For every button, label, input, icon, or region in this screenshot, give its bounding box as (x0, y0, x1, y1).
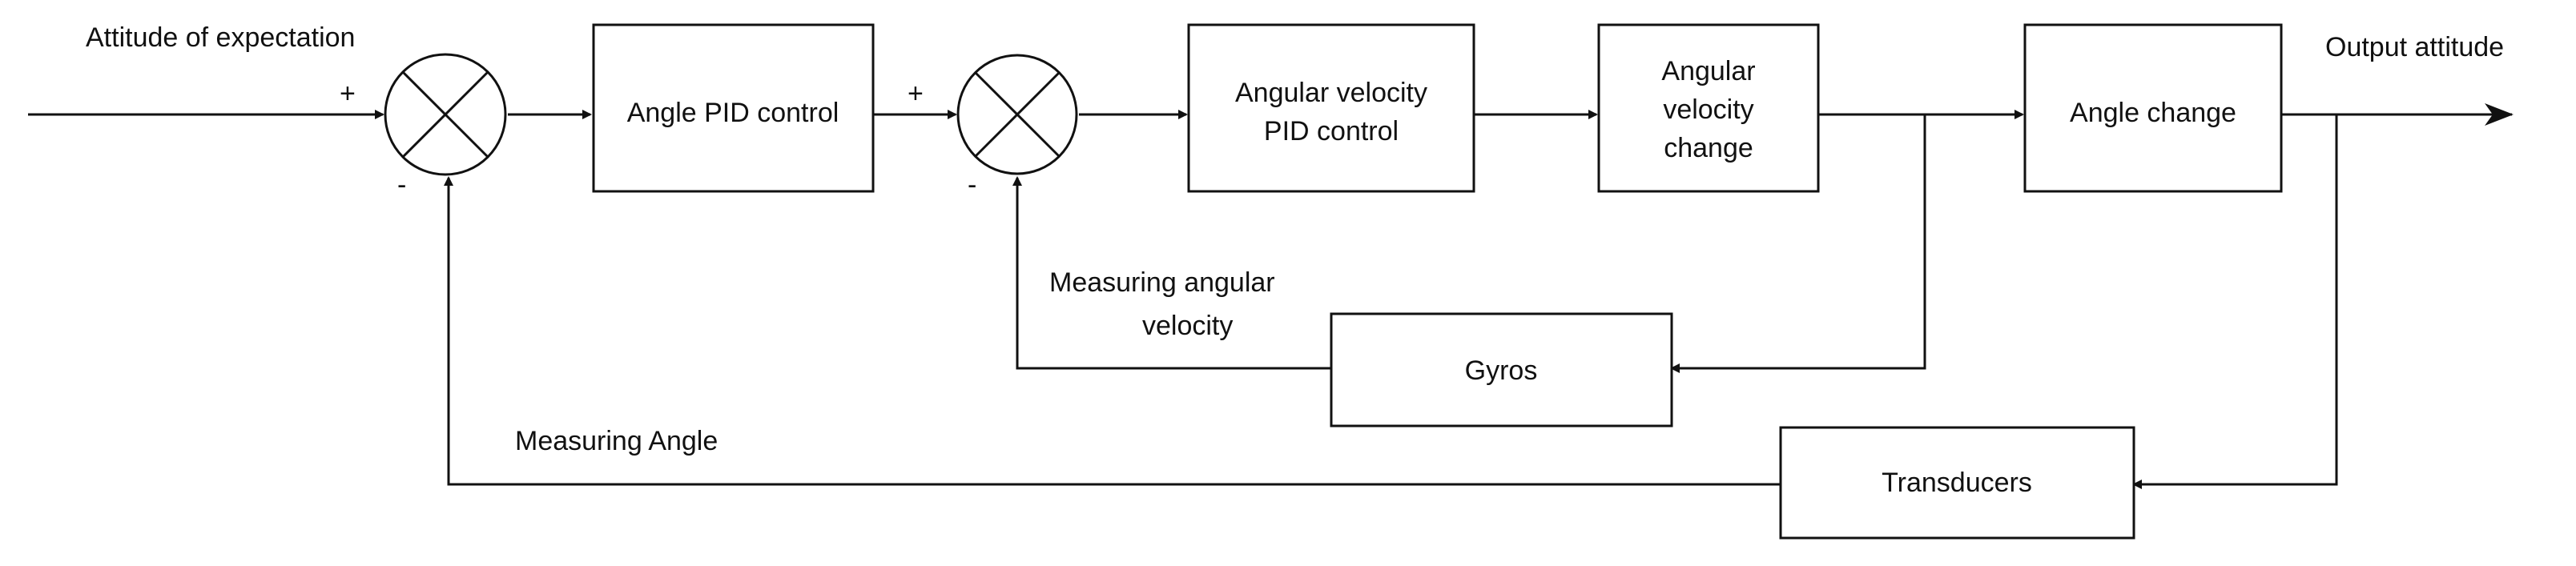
wire-transducer-tap (2132, 114, 2338, 489)
angular-velocity-pid-block (1187, 23, 1475, 193)
wire-angle-feedback (444, 176, 1781, 486)
angular-velocity-change-block (1597, 23, 1820, 193)
angular-velocity-pid-label-line1: Angular velocity (1235, 78, 1427, 108)
sum2-minus-sign: - (968, 170, 976, 200)
angle-change-block (2023, 23, 2283, 193)
angle-pid-label: Angle PID control (627, 98, 839, 128)
sum1-plus-sign: + (340, 78, 356, 109)
sum1-minus-sign: - (397, 170, 406, 200)
measuring-angular-velocity-label-line2: velocity (1142, 311, 1233, 341)
wire-gyro-tap (1670, 114, 1926, 373)
angular-velocity-change-label-line2: velocity (1663, 94, 1753, 125)
input-label: Attitude of expectation (86, 22, 355, 53)
output-label: Output attitude (2325, 32, 2504, 62)
angular-velocity-pid-label-line2: PID control (1264, 116, 1399, 147)
summing-junction-2 (956, 54, 1078, 175)
transducers-block (1779, 426, 2135, 540)
summing-junction-1 (384, 53, 507, 176)
angular-velocity-change-label-line3: change (1664, 133, 1753, 163)
angle-change-label: Angle change (2070, 98, 2236, 128)
gyros-block (1330, 312, 1673, 428)
angle-pid-block (592, 23, 875, 193)
transducers-label: Transducers (1882, 468, 2032, 498)
gyros-label: Gyros (1465, 355, 1538, 386)
sum2-plus-sign: + (908, 78, 924, 109)
measuring-angular-velocity-label-line1: Measuring angular (1049, 267, 1275, 298)
angular-velocity-change-label-line1: Angular (1661, 56, 1755, 86)
wire-gyro-feedback (1012, 176, 1331, 370)
measuring-angle-label: Measuring Angle (515, 426, 718, 456)
